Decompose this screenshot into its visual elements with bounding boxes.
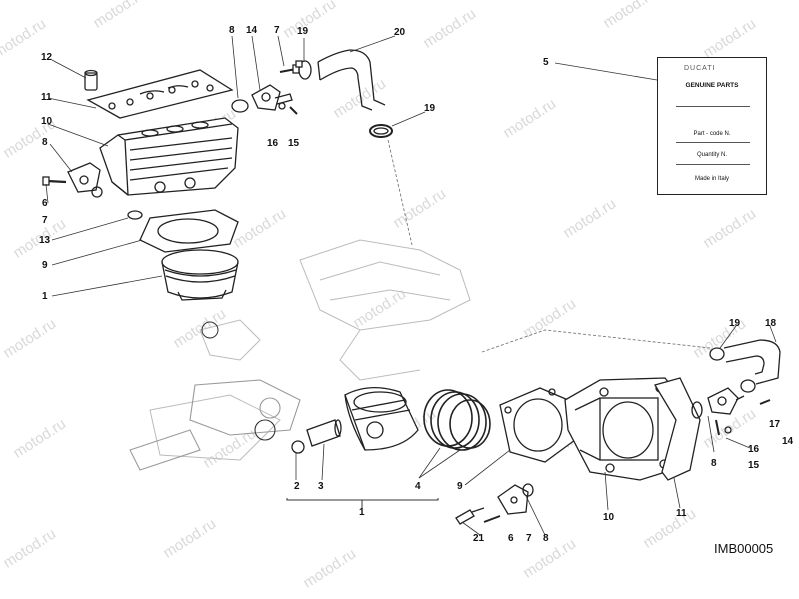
diagram-code: IMB00005 xyxy=(714,541,774,556)
head-gasket-11 xyxy=(86,69,234,119)
callout-label: 15 xyxy=(748,460,760,471)
coolant-hose-20 xyxy=(317,49,386,111)
callout-label: 10 xyxy=(41,116,53,127)
callout-label: 9 xyxy=(42,260,48,271)
water-union-14 xyxy=(251,84,293,111)
side-cover-plate-8-bottom xyxy=(497,484,529,515)
callout-label: 16 xyxy=(748,444,760,455)
genuine-parts-heading: GENUINE PARTS xyxy=(685,82,739,89)
callout-label: 8 xyxy=(711,458,717,469)
callout-label: 7 xyxy=(42,215,48,226)
callout-label: 9 xyxy=(457,481,463,492)
callout-label: 13 xyxy=(39,235,51,246)
head-gasket-11-bottom xyxy=(654,377,701,481)
callout-label: 14 xyxy=(246,25,258,36)
o-ring-8-right xyxy=(691,401,703,419)
o-ring-8-top xyxy=(231,99,249,113)
water-union-14-right xyxy=(707,387,745,415)
callout-label: 1 xyxy=(42,291,48,302)
callout-label: 20 xyxy=(394,27,406,38)
callout-label: 19 xyxy=(424,103,436,114)
callout-label: 4 xyxy=(415,481,421,492)
callout-label: 6 xyxy=(508,533,514,544)
callout-label: 6 xyxy=(42,198,48,209)
callout-label: 7 xyxy=(274,25,280,36)
callout-label: 16 xyxy=(267,138,279,149)
callout-label: 11 xyxy=(41,92,52,103)
origin-label: Made in Italy xyxy=(694,176,730,182)
piston-pin-3 xyxy=(306,419,342,447)
crankshaft-ghost xyxy=(129,379,301,471)
coolant-hose-18 xyxy=(723,339,781,385)
divider xyxy=(676,106,750,107)
screw-16-15-right xyxy=(715,419,732,436)
o-ring-13 xyxy=(127,210,143,220)
callout-label: 10 xyxy=(603,512,615,523)
cylinder-10 xyxy=(99,117,239,196)
piston-1 xyxy=(161,249,239,301)
engine-case-ghost xyxy=(149,239,471,461)
quantity-label: Quantity N. xyxy=(696,152,727,158)
piston-rings-4 xyxy=(423,389,491,451)
part-code-label: Part - code N. xyxy=(693,131,731,137)
circlip-2 xyxy=(291,440,305,454)
stud-bushing-12 xyxy=(84,69,98,91)
callout-label: 1 xyxy=(359,507,365,518)
screw-17 xyxy=(759,399,771,405)
screw-16-15-top xyxy=(278,102,298,115)
bolt-6-bottom xyxy=(483,515,501,523)
callout-leaders xyxy=(45,35,777,536)
callout-label: 19 xyxy=(297,26,309,37)
callout-label: 3 xyxy=(318,481,324,492)
callout-label: 7 xyxy=(526,533,532,544)
callout-label: 15 xyxy=(288,138,300,149)
bleed-screw-21 xyxy=(455,507,485,525)
callout-label: 2 xyxy=(294,481,300,492)
callout-label: 8 xyxy=(229,25,235,36)
genuine-parts-tag: DUCATI GENUINE PARTS Part - code N. Quan… xyxy=(657,57,767,195)
callout-label: 21 xyxy=(473,533,485,544)
callout-label: 8 xyxy=(42,137,48,148)
bracket-1 xyxy=(286,498,439,508)
callout-label: 11 xyxy=(676,508,687,519)
divider xyxy=(676,164,750,165)
callout-label: 18 xyxy=(765,318,777,329)
callout-label: 17 xyxy=(769,419,781,430)
callout-label: 8 xyxy=(543,533,549,544)
callout-label: 12 xyxy=(41,52,53,63)
o-ring-8-bottom xyxy=(522,483,534,497)
side-cover-plate-8 xyxy=(67,162,101,193)
piston-1-bottom xyxy=(344,387,419,451)
base-gasket-9 xyxy=(139,209,239,253)
hose-clamp-19-mid xyxy=(369,124,393,138)
callout-label: 14 xyxy=(782,436,794,447)
callout-label: 19 xyxy=(729,318,741,329)
brand-logo: DUCATI xyxy=(684,65,716,72)
leader-lines xyxy=(387,139,711,353)
bolt-6 xyxy=(42,176,67,186)
base-gasket-9-bottom xyxy=(499,387,576,463)
hose-clamp-19-top xyxy=(295,60,312,80)
callout-label: 5 xyxy=(543,57,549,68)
divider xyxy=(676,142,750,143)
o-ring-7 xyxy=(91,186,103,198)
hose-clamp-19-right xyxy=(709,347,756,393)
